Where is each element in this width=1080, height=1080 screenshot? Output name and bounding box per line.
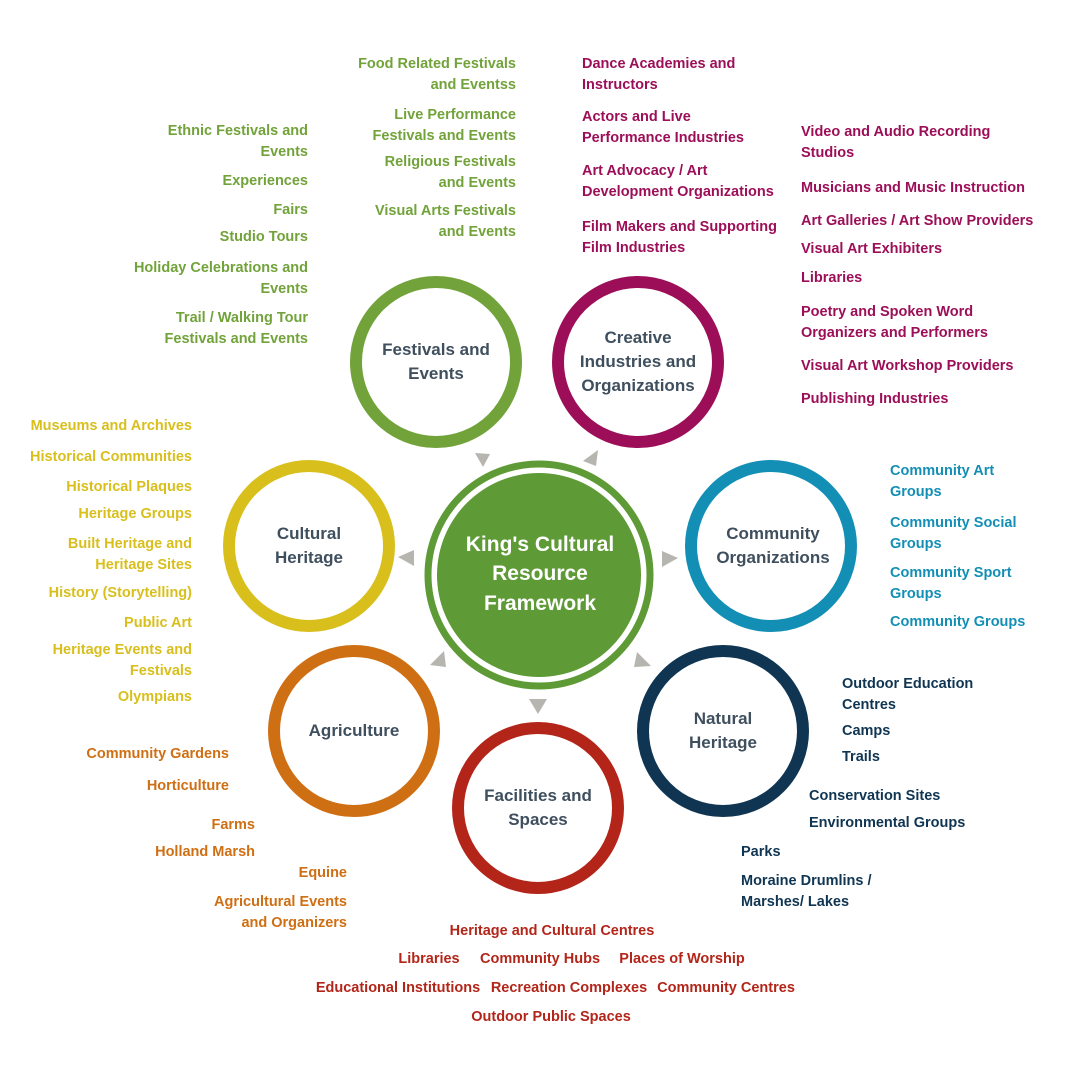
cultural-heritage-item: Historical Communities bbox=[30, 449, 192, 465]
cultural-heritage-item: Heritage Groups bbox=[78, 506, 192, 522]
arrow-to-facilities bbox=[529, 699, 547, 714]
festivals-item: Religious Festivals and Events bbox=[384, 154, 516, 191]
agriculture-item: Farms bbox=[211, 817, 255, 833]
creative-item: Film Makers and Supporting Film Industri… bbox=[582, 219, 777, 256]
natural-item: Environmental Groups bbox=[809, 815, 966, 831]
festivals-item: Food Related Festivals and Eventss bbox=[358, 56, 516, 93]
cultural-heritage-item: Museums and Archives bbox=[30, 418, 192, 434]
center-hub-fill bbox=[437, 473, 641, 677]
facilities-item: Educational Institutions bbox=[315, 980, 481, 996]
creative-item: Libraries bbox=[801, 270, 863, 286]
natural-item: Trails bbox=[842, 749, 880, 765]
category-title-facilities: Facilities and Spaces bbox=[484, 786, 592, 829]
ring-creative bbox=[552, 276, 724, 448]
festivals-item: Visual Arts Festivals and Events bbox=[374, 203, 516, 240]
natural-item: Moraine Drumlins / Marshes/ Lakes bbox=[741, 873, 872, 910]
ring-cultural-heritage bbox=[223, 460, 395, 632]
center-hub-outer-ring bbox=[424, 460, 654, 690]
community-item: Community Art Groups bbox=[890, 463, 995, 500]
category-title-community: Community Organizations bbox=[716, 524, 830, 567]
agriculture-item: Horticulture bbox=[146, 778, 229, 794]
facilities-item: Outdoor Public Spaces bbox=[471, 1009, 631, 1025]
ring-festivals bbox=[350, 276, 522, 448]
creative-item: Art Galleries / Art Show Providers bbox=[801, 213, 1034, 229]
cultural-heritage-item: Built Heritage and Heritage Sites bbox=[67, 536, 192, 573]
facilities-item: Heritage and Cultural Centres bbox=[449, 923, 655, 939]
arrow-to-creative bbox=[583, 450, 598, 466]
festivals-item: Fairs bbox=[273, 202, 308, 218]
agriculture-item: Agricultural Events and Organizers bbox=[214, 894, 347, 931]
community-item: Community Groups bbox=[890, 614, 1026, 630]
cultural-heritage-item: Public Art bbox=[124, 615, 192, 631]
arrow-to-agriculture bbox=[430, 651, 446, 667]
arrow-to-community bbox=[662, 551, 678, 567]
arrow-to-cultural-heritage bbox=[398, 550, 414, 566]
natural-item: Conservation Sites bbox=[809, 788, 941, 804]
center-title: King's Cultural Resource Framework bbox=[465, 532, 615, 615]
cultural-heritage-item: History (Storytelling) bbox=[48, 585, 192, 601]
creative-item: Visual Art Workshop Providers bbox=[801, 358, 1014, 374]
creative-item: Publishing Industries bbox=[801, 391, 949, 407]
festivals-item: Studio Tours bbox=[219, 229, 308, 245]
cultural-heritage-item: Olympians bbox=[117, 689, 192, 705]
ring-natural bbox=[637, 645, 809, 817]
arrow-to-natural bbox=[634, 652, 651, 667]
cultural-heritage-item: Heritage Events and Festivals bbox=[52, 642, 192, 679]
facilities-item: Recreation Complexes bbox=[490, 980, 648, 996]
creative-item: Musicians and Music Instruction bbox=[801, 180, 1025, 196]
category-title-agriculture: Agriculture bbox=[308, 721, 400, 740]
facilities-item: Libraries bbox=[398, 951, 460, 967]
festivals-item: Holiday Celebrations and Events bbox=[133, 260, 308, 297]
arrow-to-festivals bbox=[475, 453, 490, 467]
category-title-creative: Creative Industries and Organizations bbox=[579, 328, 697, 395]
community-item: Community Sport Groups bbox=[890, 565, 1012, 602]
ring-community bbox=[685, 460, 857, 632]
agriculture-item: Community Gardens bbox=[86, 746, 229, 762]
cultural-heritage-item: Historical Plaques bbox=[66, 479, 192, 495]
facilities-item: Places of Worship bbox=[619, 951, 745, 967]
creative-item: Poetry and Spoken Word Organizers and Pe… bbox=[801, 304, 988, 341]
community-item: Community Social Groups bbox=[890, 515, 1017, 552]
creative-item: Art Advocacy / Art Development Organizat… bbox=[582, 163, 774, 200]
festivals-item: Ethnic Festivals and Events bbox=[167, 123, 308, 160]
facilities-item: Community Hubs bbox=[479, 951, 601, 967]
festivals-item: Live Performance Festivals and Events bbox=[372, 107, 516, 144]
festivals-item: Experiences bbox=[222, 173, 308, 189]
category-title-cultural-heritage: Cultural Heritage bbox=[274, 524, 344, 567]
ring-agriculture bbox=[268, 645, 440, 817]
natural-item: Parks bbox=[741, 844, 781, 860]
agriculture-item: Holland Marsh bbox=[155, 844, 255, 860]
agriculture-item: Equine bbox=[298, 865, 347, 881]
category-title-natural: Natural Heritage bbox=[688, 709, 758, 752]
creative-item: Video and Audio Recording Studios bbox=[801, 124, 991, 161]
creative-item: Visual Art Exhibiters bbox=[801, 241, 943, 257]
creative-item: Actors and Live Performance Industries bbox=[582, 109, 744, 146]
natural-item: Outdoor Education Centres bbox=[842, 676, 974, 713]
category-title-festivals: Festivals and Events bbox=[382, 340, 490, 383]
natural-item: Camps bbox=[842, 723, 891, 739]
festivals-item: Trail / Walking Tour Festivals and Event… bbox=[164, 310, 308, 347]
creative-item: Dance Academies and Instructors bbox=[582, 56, 736, 93]
facilities-item: Community Centres bbox=[657, 980, 795, 996]
ring-facilities bbox=[452, 722, 624, 894]
